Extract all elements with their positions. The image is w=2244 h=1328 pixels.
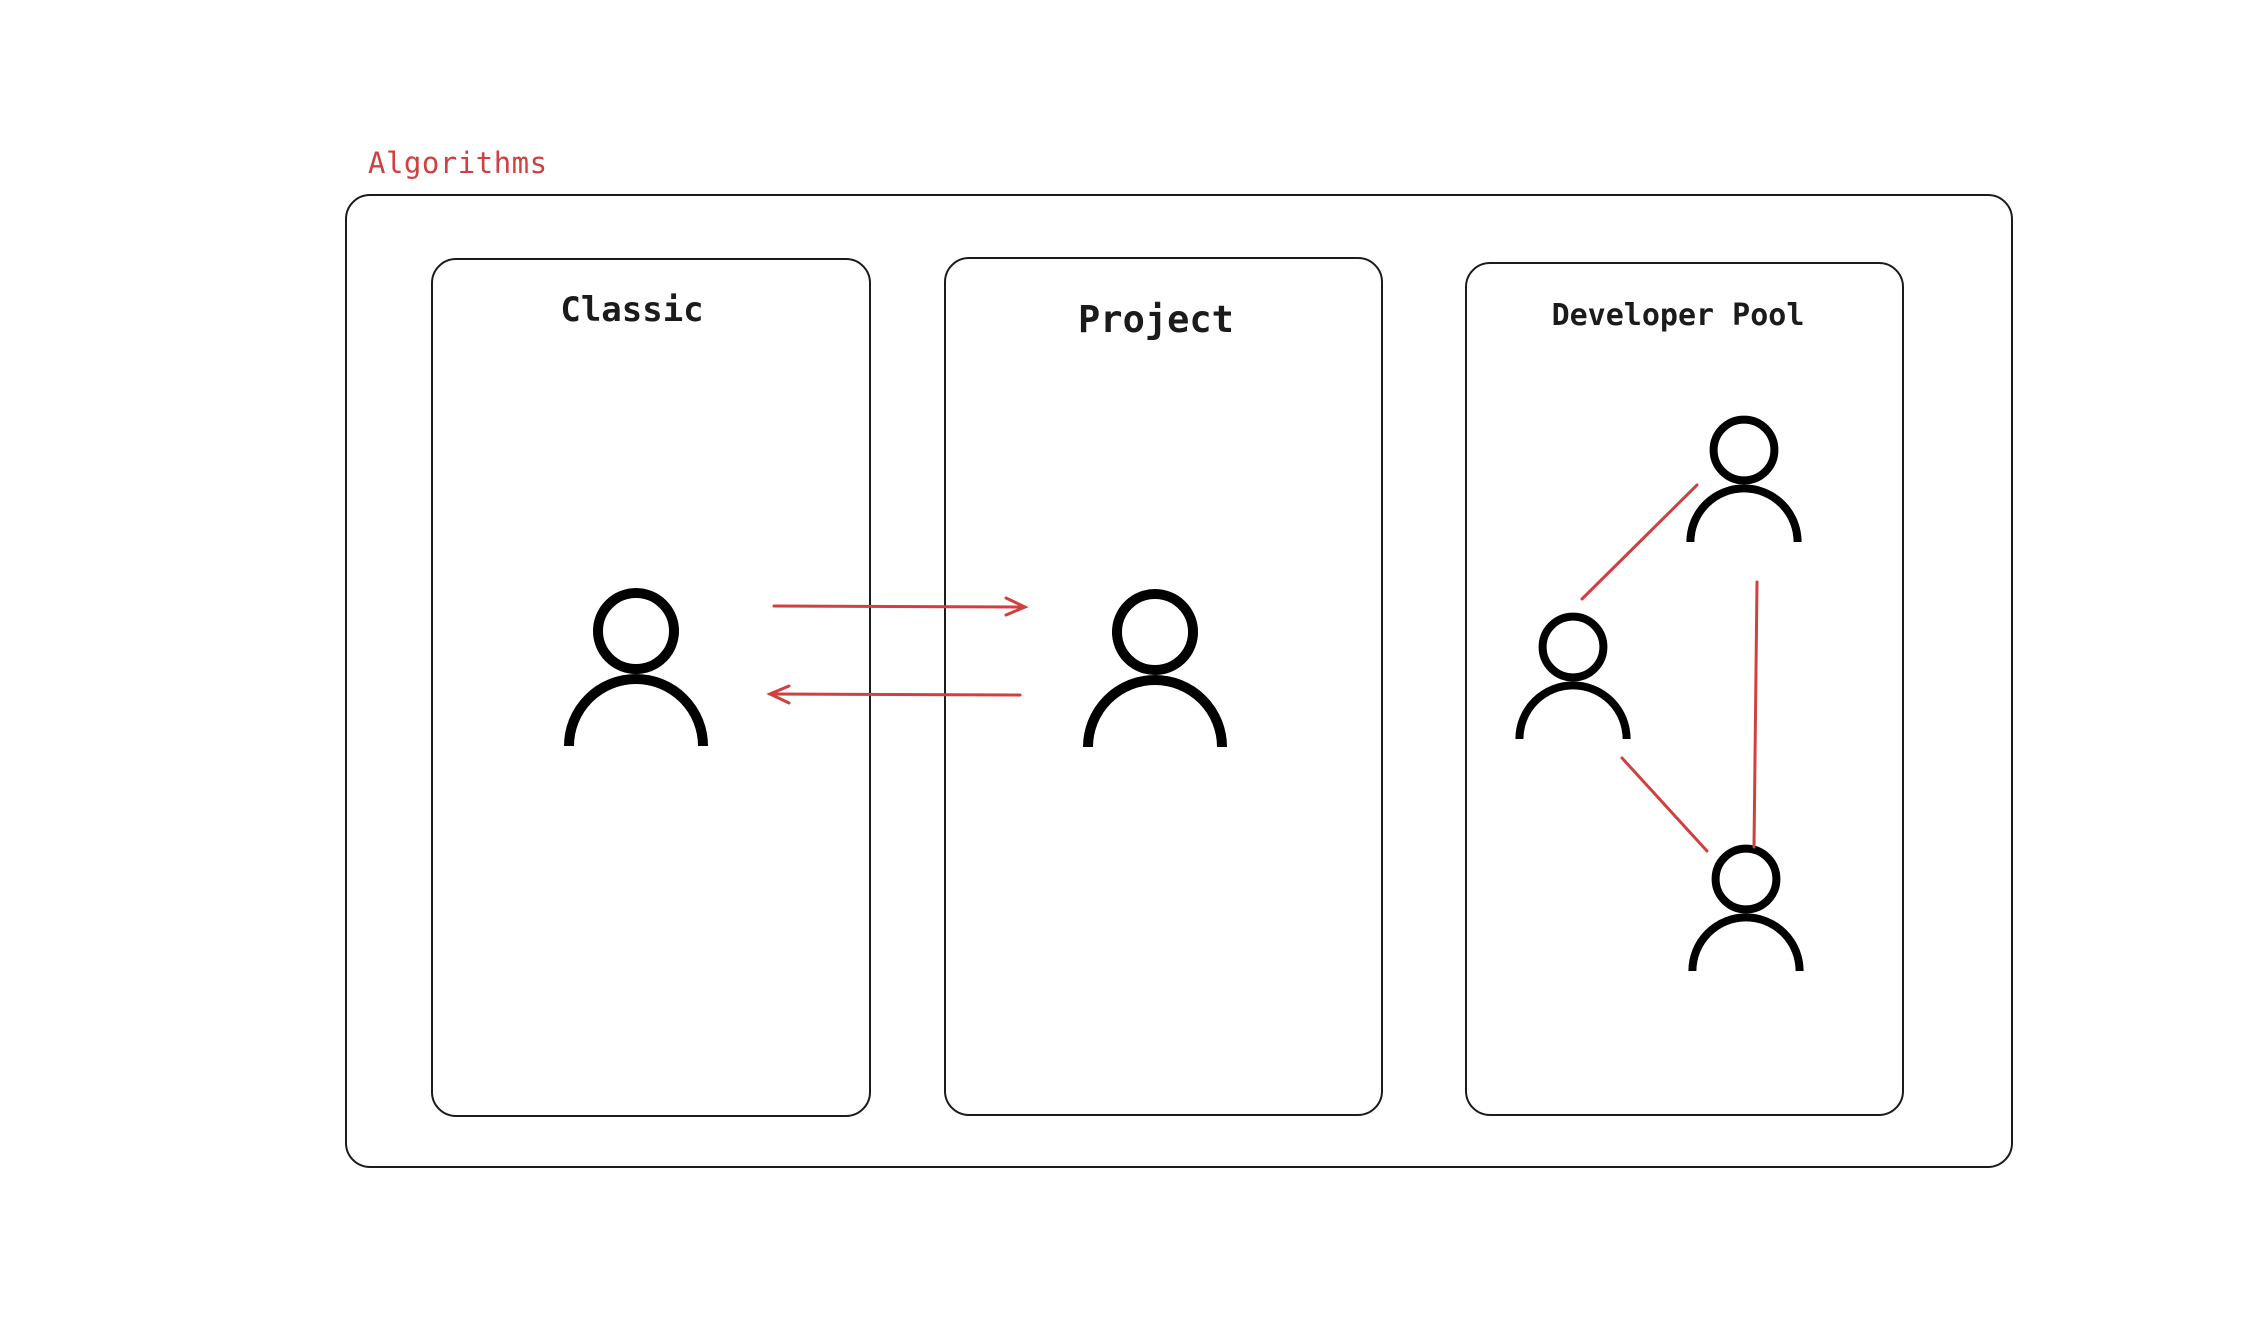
user-icon	[1692, 849, 1799, 971]
panel-project	[944, 257, 1383, 1116]
panel-developer-pool	[1465, 262, 1904, 1116]
group-label: Algorithms	[368, 146, 548, 180]
arrow-project-to-classic	[766, 684, 1022, 705]
panel-title-developer-pool: Developer Pool	[1551, 298, 1805, 333]
algorithms-container	[345, 194, 2013, 1168]
user-icon	[1690, 420, 1797, 542]
user-icon	[1519, 617, 1626, 739]
panel-classic	[431, 258, 871, 1117]
panel-title-classic: Classic	[560, 290, 704, 330]
user-icon	[569, 593, 703, 746]
pool-connections	[1580, 483, 1759, 853]
arrow-classic-to-project	[772, 596, 1029, 617]
user-icon	[1088, 594, 1222, 747]
panel-title-project: Project	[1078, 298, 1234, 341]
